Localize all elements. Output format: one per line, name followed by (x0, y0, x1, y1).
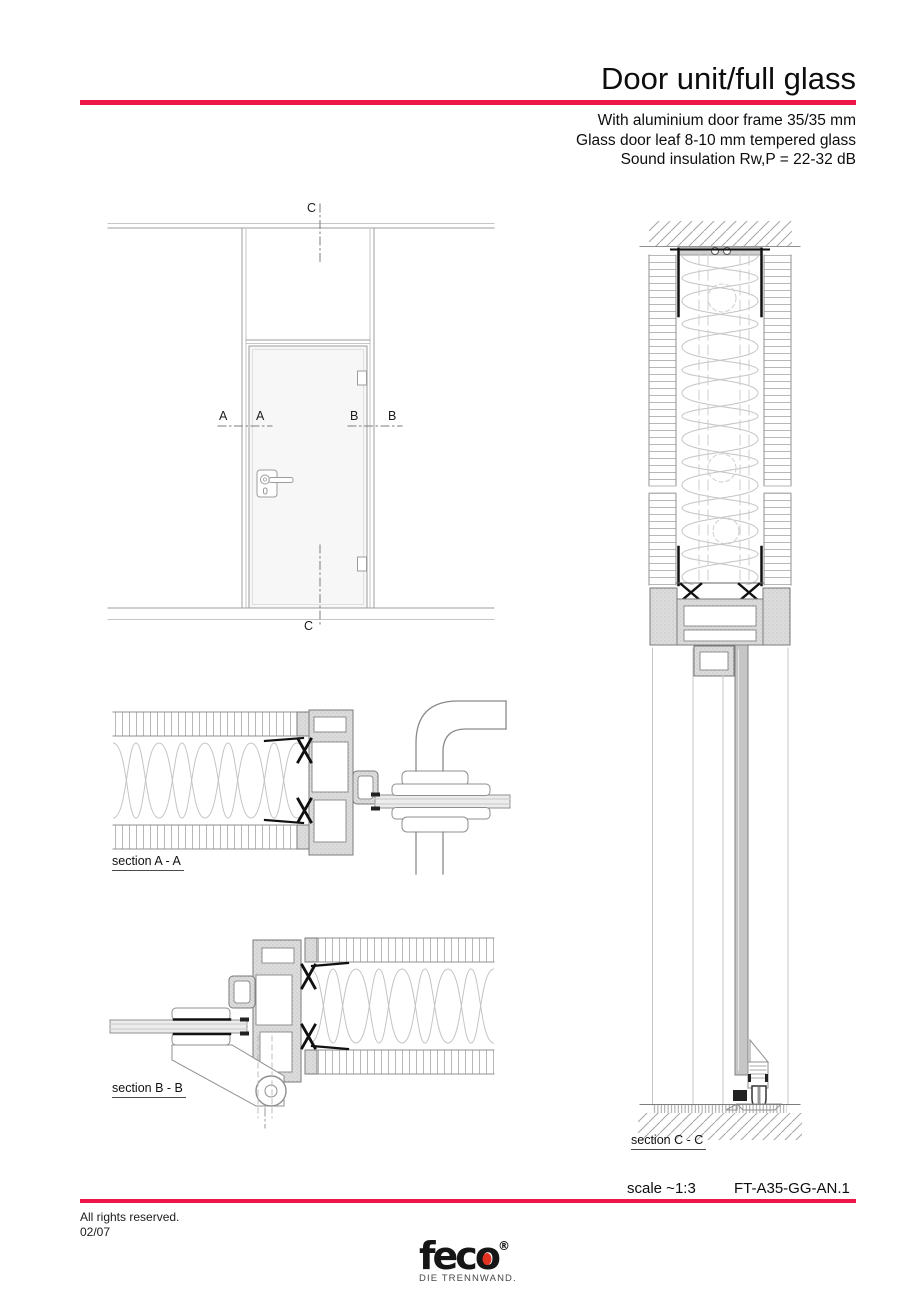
section-cc-drawing (638, 221, 802, 1140)
scale-note: scale ~1:3 (627, 1180, 696, 1197)
feco-logo: feco® DIE TRENNWAND. (419, 1228, 539, 1284)
door-lock-handle (256, 469, 294, 498)
registered-mark: ® (497, 1239, 510, 1253)
head-frame-profile-cc (649, 582, 791, 677)
marker-c-top: C (307, 201, 317, 215)
bottom-rule (80, 1199, 856, 1203)
door-hinge-bottom (357, 556, 367, 572)
marker-a-left: A (219, 409, 228, 423)
wall-plan-left (112, 711, 310, 850)
logo-red-dot-icon (482, 1252, 492, 1265)
feco-wordmark: feco® (419, 1228, 539, 1275)
doc-number: FT-A35-GG-AN.1 (734, 1180, 850, 1197)
subtitle-block: With aluminium door frame 35/35 mm Glass… (576, 111, 856, 170)
lever-handle-plan (391, 700, 507, 875)
door-opening-lines (652, 647, 789, 1106)
elevation-drawing (107, 203, 495, 628)
glass-leaf-bb (109, 1017, 249, 1036)
wall-plan-right (304, 937, 495, 1075)
bottom-drop-seal (725, 1038, 783, 1111)
section-cut-lines (217, 203, 403, 628)
date-note: 02/07 (80, 1225, 111, 1239)
door-frame-profile-bb (228, 939, 350, 1083)
glazing-gaskets-aa (263, 736, 313, 825)
marker-a-right: A (256, 409, 265, 423)
wall-section-above-door (648, 254, 792, 587)
top-rule (80, 100, 856, 105)
marker-b-left: B (350, 409, 359, 423)
door-frame-profile-aa (263, 709, 379, 856)
panel-joint (648, 485, 792, 494)
door-hinge-section (171, 1007, 287, 1129)
logo-letter-o: o (475, 1237, 501, 1275)
rights-note: All rights reserved. (80, 1210, 180, 1224)
floor-slab (638, 1104, 802, 1140)
glazing-gaskets-bb (300, 961, 350, 1051)
section-bb-label: section B - B (112, 1081, 186, 1098)
section-bb-drawing (109, 937, 495, 1129)
subtitle-line-3: Sound insulation Rw,P = 22-32 dB (620, 151, 856, 168)
door-hinge-top (357, 370, 367, 386)
glass-leaf-cc (733, 644, 749, 1101)
section-aa-drawing (112, 700, 511, 875)
marker-c-bottom: C (304, 619, 314, 633)
logo-tagline: DIE TRENNWAND. (419, 1273, 517, 1284)
logo-word-start: fec (419, 1234, 478, 1278)
subtitle-line-1: With aluminium door frame 35/35 mm (597, 112, 856, 129)
section-aa-label: section A - A (112, 854, 184, 871)
marker-b-right: B (388, 409, 397, 423)
subtitle-line-2: Glass door leaf 8-10 mm tempered glass (576, 131, 856, 149)
page-title: Door unit/full glass (600, 61, 856, 96)
section-cc-label: section C - C (631, 1133, 707, 1150)
